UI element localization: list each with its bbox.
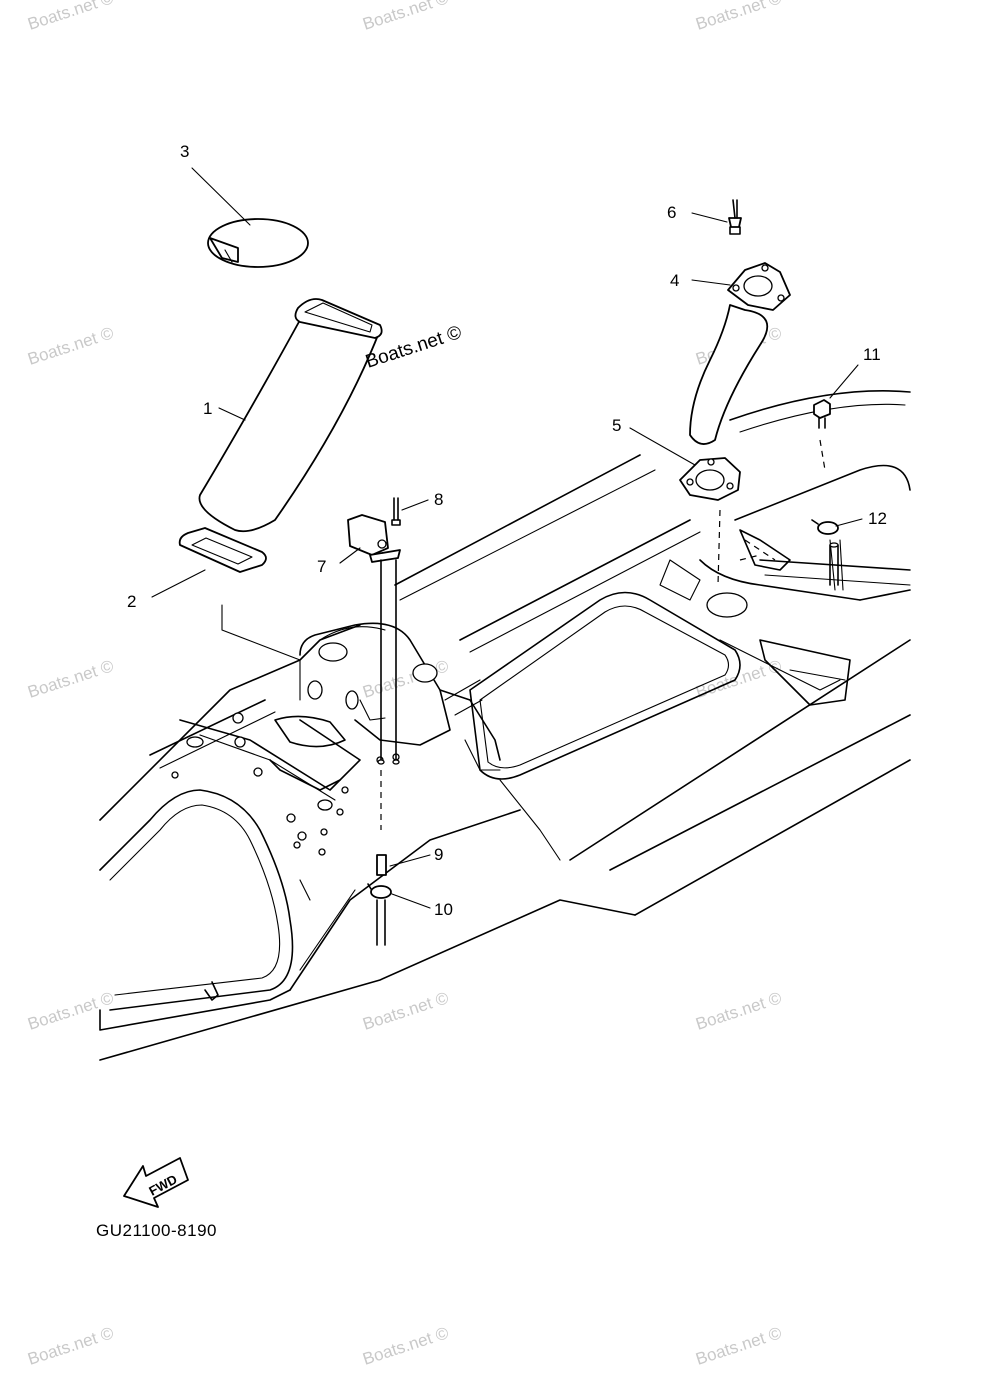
watermark-text: Boats.net ©	[25, 0, 116, 34]
callout-11: 11	[863, 345, 881, 364]
callout-9: 9	[434, 845, 443, 864]
watermark-text: Boats.net ©	[693, 656, 784, 702]
watermark-text: Boats.net ©	[25, 656, 116, 702]
watermark-text: Boats.net ©	[25, 988, 116, 1034]
callout-10: 10	[434, 900, 453, 919]
diagram-code: GU21100-8190	[96, 1221, 217, 1240]
watermark-text: Boats.net ©	[693, 988, 784, 1034]
callout-7: 7	[317, 557, 326, 576]
part-7-bracket	[347, 514, 401, 563]
leader-lines	[151, 167, 863, 909]
callout-1: 1	[203, 399, 212, 418]
callout-2: 2	[127, 592, 136, 611]
watermark-text: Boats.net ©	[693, 1323, 784, 1369]
part-9-sleeve	[376, 854, 387, 876]
callout-3: 3	[180, 142, 189, 161]
callout-4: 4	[670, 271, 679, 290]
watermark-text: Boats.net ©	[360, 0, 451, 34]
fwd-arrow-icon: FWD	[123, 1157, 189, 1208]
callout-6: 6	[667, 203, 676, 222]
callout-5: 5	[612, 416, 621, 435]
watermark-text: Boats.net ©	[693, 0, 784, 34]
callout-12: 12	[868, 509, 887, 528]
part-11-bolt	[813, 399, 831, 429]
watermark-text: Boats.net ©	[360, 1323, 451, 1369]
watermark-text: Boats.net ©	[25, 1323, 116, 1369]
callout-8: 8	[434, 490, 443, 509]
callout-labels: 1 2 3 4 5 6 7 8 9 10 11 12	[127, 142, 887, 919]
part-2-gasket	[178, 527, 267, 573]
part-3-band-clamp	[207, 218, 309, 268]
part-6-rivet	[728, 199, 742, 235]
hull-frame	[99, 390, 911, 1061]
watermark-text: Boats.net ©	[25, 323, 116, 369]
part-10-clip	[367, 883, 392, 899]
part-12-clamp	[811, 519, 839, 535]
part-1-duct	[198, 298, 383, 533]
watermark-text: Boats.net ©	[360, 656, 451, 702]
part-5-flange-gasket	[679, 457, 741, 501]
part-4-elbow-pipe	[689, 262, 791, 445]
part-8-pin	[377, 497, 401, 765]
watermark-text: Boats.net ©	[360, 988, 451, 1034]
